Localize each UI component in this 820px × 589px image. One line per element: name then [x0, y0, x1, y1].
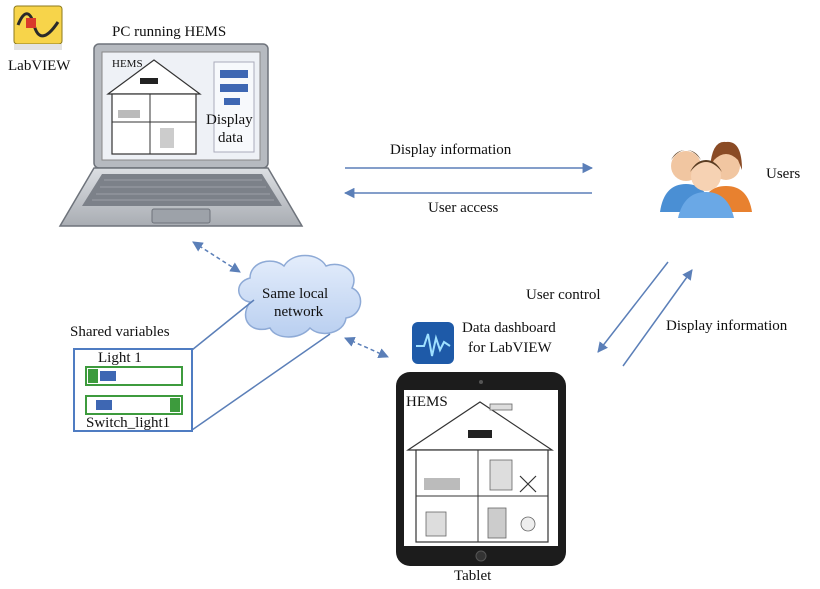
display-data-label-2: data — [218, 130, 243, 146]
user-access-label: User access — [428, 200, 499, 216]
switch-light1-label: Switch_light1 — [86, 415, 171, 431]
laptop-hems-label: HEMS — [112, 58, 143, 70]
labview-label: LabVIEW — [8, 58, 71, 74]
local-network-cloud — [238, 254, 362, 338]
shared-variables-label: Shared variables — [70, 324, 170, 340]
laptop-icon — [58, 43, 304, 227]
light1-label: Light 1 — [98, 350, 142, 366]
data-dashboard-label-1: Data dashboard — [462, 320, 556, 336]
tablet-label: Tablet — [454, 568, 492, 584]
labview-logo-icon — [13, 5, 63, 50]
users-label: Users — [766, 166, 801, 182]
shared-variables-panel — [73, 348, 193, 432]
tablet-hems-label: HEMS — [406, 394, 448, 410]
display-data-label-1: Display — [206, 112, 253, 128]
pc-title: PC running HEMS — [112, 24, 227, 40]
users-group-icon — [660, 141, 752, 218]
user-control-label: User control — [526, 287, 601, 303]
same-local-network-label-2: network — [274, 304, 324, 320]
display-information-right-label: Display information — [666, 318, 788, 334]
same-local-network-label-1: Same local — [262, 286, 329, 302]
display-information-top-label: Display information — [390, 142, 512, 158]
data-dashboard-icon — [412, 322, 454, 364]
tablet-icon — [396, 372, 566, 566]
data-dashboard-label-2: for LabVIEW — [468, 340, 552, 356]
